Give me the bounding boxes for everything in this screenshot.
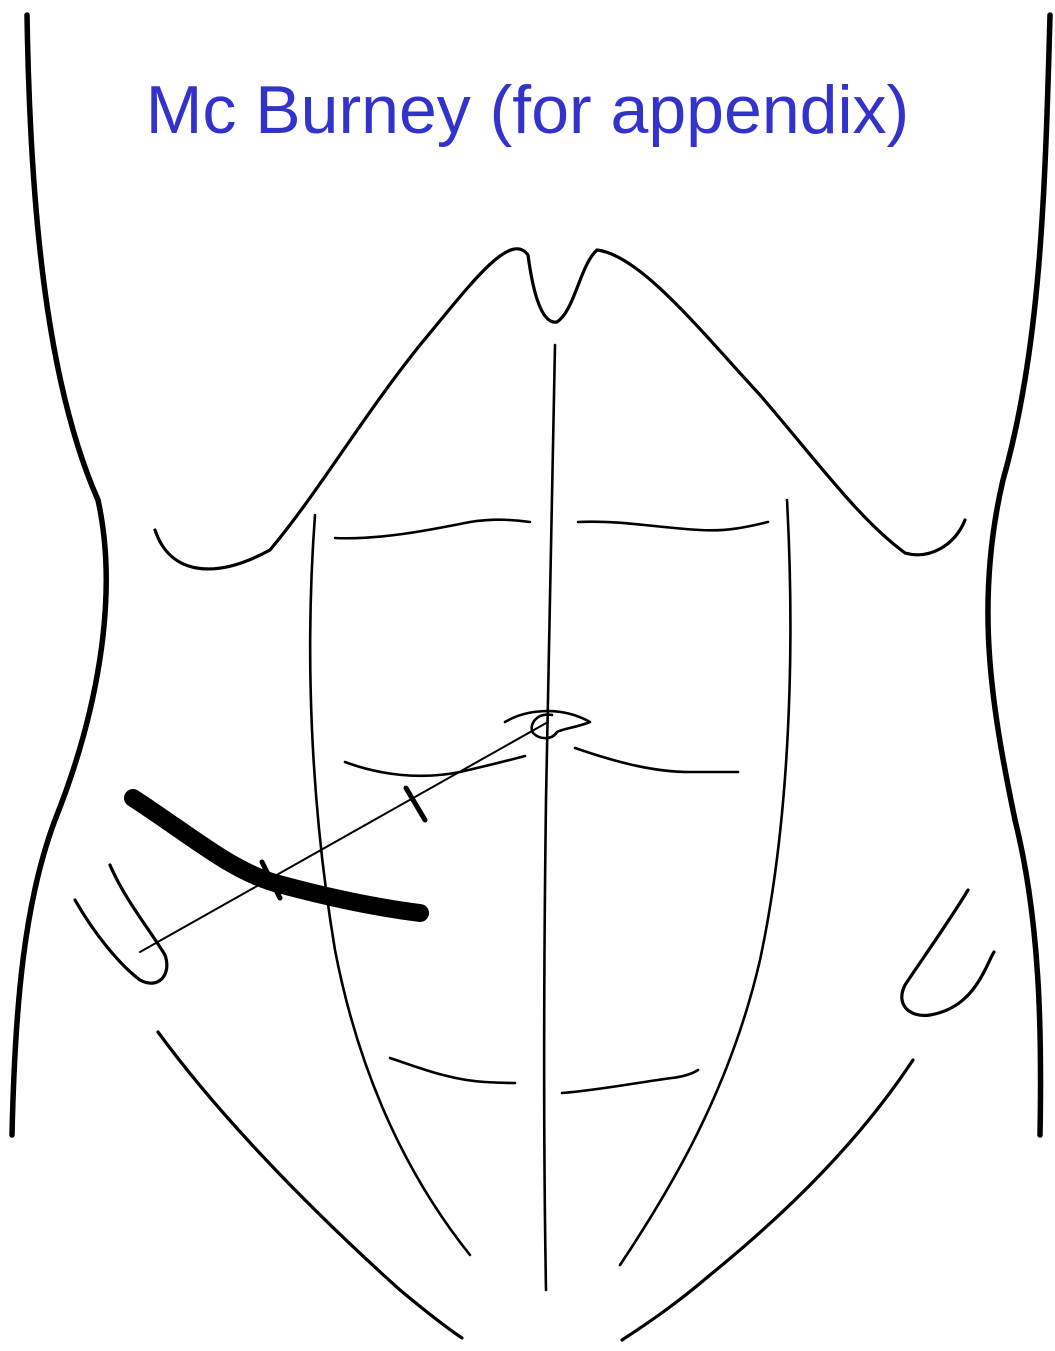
rib-cage-contour [155,249,965,569]
page-title: Mc Burney (for appendix) [0,70,1055,150]
left-rectus-border [310,515,470,1255]
intersection-middle-right [575,748,738,772]
intersection-lower-left [390,1058,515,1083]
intersection-lower-right [562,1070,698,1093]
intersection-upper-left [335,520,530,539]
inguinal-line-left [622,1060,913,1340]
torso-left-outline [12,15,106,1135]
linea-alba [544,345,555,1290]
iliac-crest-left [902,890,994,1015]
intersection-middle-left [345,756,525,776]
intersection-upper-right [578,522,768,531]
inguinal-line-right [158,1032,462,1338]
right-rectus-border [620,500,790,1265]
iliac-crest-right [75,865,167,983]
torso-right-outline [988,15,1050,1135]
